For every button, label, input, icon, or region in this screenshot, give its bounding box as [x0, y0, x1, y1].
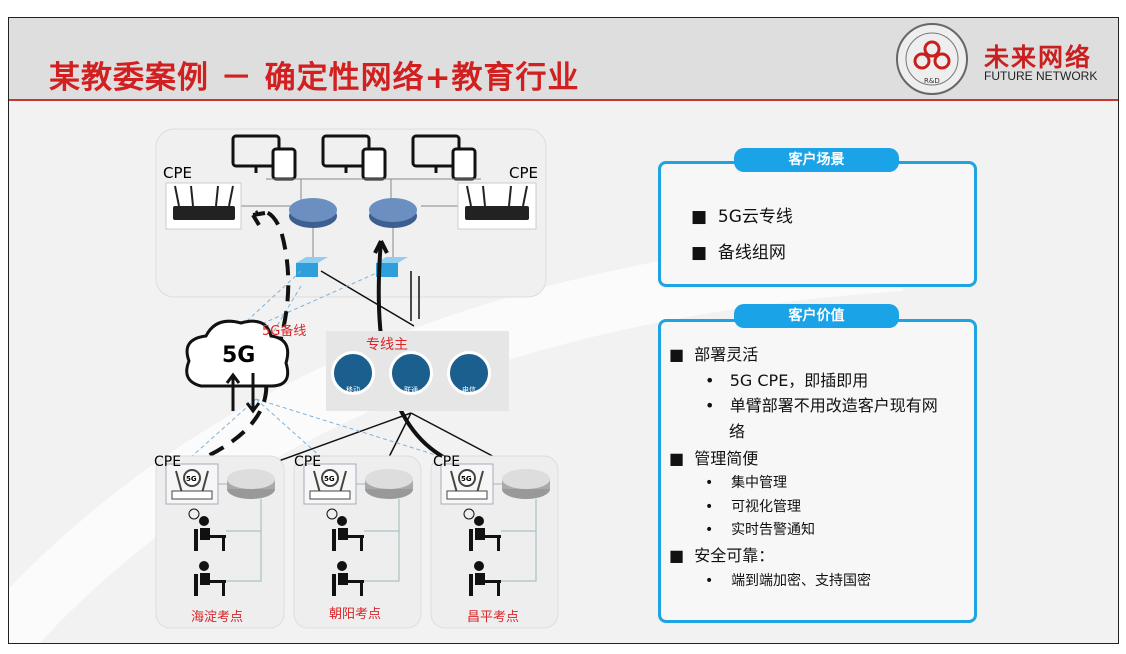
value-group-title: ■ 管理简便: [669, 449, 759, 468]
cpe-label: CPE: [433, 454, 461, 470]
hq-panel: [155, 128, 547, 298]
5g-cpe-icon: 5G: [165, 463, 219, 505]
value-item: • 端到端加密、支持国密: [705, 573, 872, 589]
svg-text:R&D: R&D: [924, 77, 940, 85]
site-label: 朝阳考点: [329, 607, 382, 622]
logo-text-en: FUTURE NETWORK: [984, 69, 1098, 83]
svg-text:5G: 5G: [324, 475, 335, 483]
clock-icon: [463, 508, 475, 520]
cpe-label: CPE: [294, 454, 322, 470]
carrier-logo-icon: 移动: [331, 351, 375, 395]
cpe-label: CPE: [154, 454, 182, 470]
value-item-cont: 络: [729, 422, 746, 441]
value-item: • 5G CPE，即插即用: [705, 371, 869, 390]
student-icon: [469, 561, 501, 596]
5g-cpe-icon: 5G: [303, 463, 357, 505]
svg-text:5G: 5G: [186, 475, 197, 483]
carrier-logo-icon: 电信: [447, 351, 491, 395]
carrier-logo-icon: 联通: [389, 351, 433, 395]
primary-line-label: 专线主: [366, 337, 408, 353]
svg-text:5G: 5G: [461, 475, 472, 483]
slide-header: 某教委案例 － 确定性网络+教育行业 R&D 未来网络 FUTURE NETWO…: [9, 18, 1118, 101]
logo-seal-icon: R&D: [896, 23, 968, 95]
slide-title: 某教委案例 － 确定性网络+教育行业: [49, 60, 580, 96]
scenario-panel: ■ 5G云专线 ■ 备线组网: [658, 161, 977, 287]
5g-cpe-icon: 5G: [440, 463, 494, 505]
site-label: 昌平考点: [467, 610, 520, 625]
student-icon: [469, 516, 501, 551]
site-router-icon: [502, 469, 550, 499]
backup-line-arrow: [185, 209, 291, 468]
value-group-title: ■ 安全可靠：: [669, 546, 775, 565]
cpe-label: CPE: [509, 164, 538, 182]
student-icon: [194, 516, 226, 551]
cpe-label: CPE: [163, 164, 192, 182]
student-icon: [332, 561, 364, 596]
clock-icon: [188, 508, 200, 520]
value-group-title: ■ 部署灵活: [669, 345, 759, 364]
value-item: • 集中管理: [705, 475, 788, 491]
student-icon: [194, 561, 226, 596]
site-label: 海淀考点: [191, 610, 244, 625]
value-item: • 实时告警通知: [705, 522, 816, 538]
slide: 某教委案例 － 确定性网络+教育行业 R&D 未来网络 FUTURE NETWO…: [8, 17, 1119, 644]
value-item: • 单臂部署不用改造客户现有网: [705, 396, 938, 415]
scenario-item: ■ 备线组网: [691, 243, 786, 263]
core-router-icon: [289, 198, 337, 228]
scenario-item: ■ 5G云专线: [691, 207, 793, 227]
student-icon: [332, 516, 364, 551]
switch-icon: [296, 257, 328, 277]
core-router-icon: [369, 198, 417, 228]
scenario-header: 客户场景: [734, 148, 899, 172]
value-item: • 可视化管理: [705, 499, 802, 515]
carrier-logos: 移动 联通 电信: [331, 351, 491, 395]
backup-line-label: 5G备线: [262, 324, 307, 339]
logo-text-cn: 未来网络: [984, 43, 1093, 72]
site-router-icon: [365, 469, 413, 499]
monitor-icons: [231, 134, 477, 181]
value-panel: ■ 部署灵活 • 5G CPE，即插即用 • 单臂部署不用改造客户现有网 络 ■…: [658, 319, 977, 623]
clock-icon: [326, 508, 338, 520]
cpe-router-icon: [165, 182, 242, 230]
value-header: 客户价值: [734, 304, 899, 328]
cpe-router-icon: [457, 182, 537, 230]
cloud-label: 5G: [222, 343, 256, 368]
site-router-icon: [227, 469, 275, 499]
switch-icon: [376, 257, 408, 277]
5g-cloud-icon: [185, 319, 290, 414]
